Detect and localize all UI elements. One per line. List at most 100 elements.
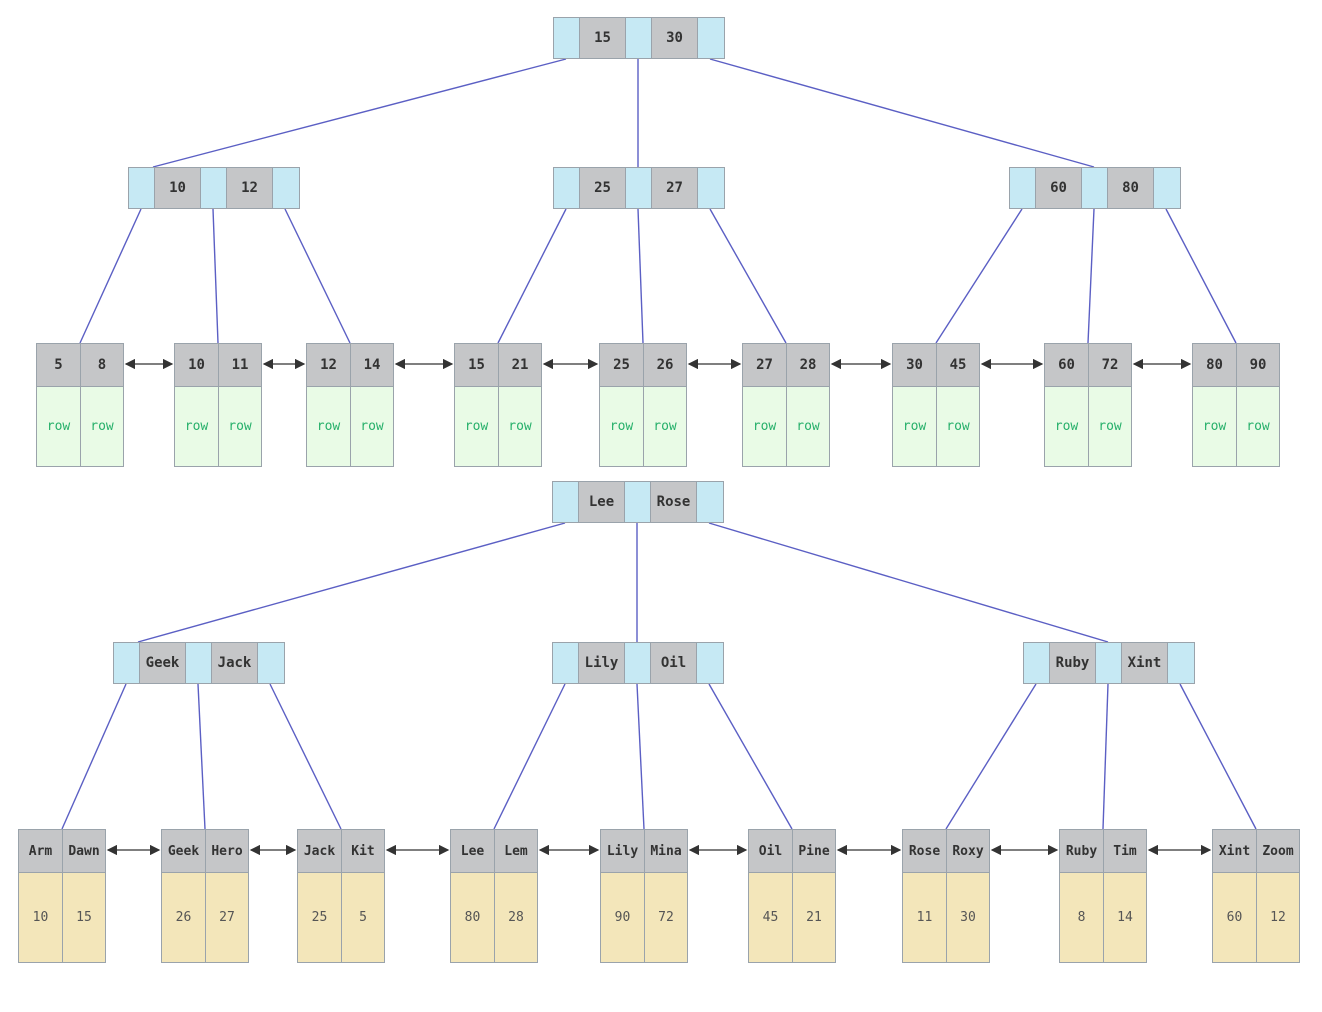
leaf-key: Ruby — [1060, 830, 1103, 873]
tree2-internal-link — [197, 683, 206, 830]
leaf-value: 21 — [793, 873, 835, 962]
leaf-key: Jack — [298, 830, 341, 873]
leaf-key: Xint — [1213, 830, 1256, 873]
child-pointer — [273, 168, 299, 208]
child-pointer — [1154, 168, 1180, 208]
child-pointer — [698, 168, 724, 208]
node-key: 60 — [1036, 168, 1082, 208]
tree2-internal-link — [708, 683, 793, 830]
leaf-row-data: row — [1045, 387, 1088, 466]
child-pointer — [625, 643, 651, 683]
leaf-row-data: row — [1237, 387, 1279, 466]
node-key: 12 — [227, 168, 273, 208]
leaf-key: Pine — [793, 830, 835, 873]
child-pointer — [698, 18, 724, 58]
child-pointer — [114, 643, 140, 683]
node-key: Oil — [651, 643, 697, 683]
leaf-value: 5 — [342, 873, 384, 962]
leaf-key: Tim — [1104, 830, 1146, 873]
leaf-value: 10 — [19, 873, 62, 962]
leaf-row-data: row — [893, 387, 936, 466]
child-pointer — [1010, 168, 1036, 208]
tree1-internal-link — [935, 208, 1023, 344]
leaf-row-data: row — [499, 387, 541, 466]
child-pointer — [626, 18, 652, 58]
child-pointer — [1082, 168, 1108, 208]
leaf-key: 60 — [1045, 344, 1088, 387]
leaf-value: 80 — [451, 873, 494, 962]
leaf-value: 28 — [495, 873, 537, 962]
child-pointer — [1168, 643, 1194, 683]
child-pointer — [554, 168, 580, 208]
tree1-internal-link — [637, 208, 644, 344]
leaf-value: 8 — [1060, 873, 1103, 962]
child-pointer — [201, 168, 227, 208]
leaf-value: 30 — [947, 873, 989, 962]
leaf-row-data: row — [743, 387, 786, 466]
leaf-value: 26 — [162, 873, 205, 962]
tree2-internal-link — [1102, 683, 1109, 830]
tree2-root-link — [137, 522, 566, 643]
leaf-value: 11 — [903, 873, 946, 962]
leaf-row-data: row — [175, 387, 218, 466]
tree2-root-link — [708, 522, 1109, 643]
tree1-internal-link — [284, 208, 351, 344]
leaf-value: 12 — [1257, 873, 1299, 962]
node-key: Lee — [579, 482, 625, 522]
leaf-row-data: row — [455, 387, 498, 466]
leaf-key: 14 — [351, 344, 393, 387]
node-key: 25 — [580, 168, 626, 208]
leaf-row-data: row — [219, 387, 261, 466]
child-pointer — [697, 643, 723, 683]
leaf-key: 11 — [219, 344, 261, 387]
tree2-internal-link — [636, 683, 645, 830]
child-pointer — [258, 643, 284, 683]
tree1-internal-link — [709, 208, 787, 344]
leaf-key: 12 — [307, 344, 350, 387]
child-pointer — [1024, 643, 1050, 683]
leaf-row-data: row — [600, 387, 643, 466]
leaf-row-data: row — [81, 387, 123, 466]
node-key: Xint — [1122, 643, 1168, 683]
tree2-internal-link — [269, 683, 342, 830]
leaf-row-data: row — [937, 387, 979, 466]
leaf-key: Lem — [495, 830, 537, 873]
node-key: 10 — [155, 168, 201, 208]
child-pointer — [1096, 643, 1122, 683]
tree2-internal-link — [493, 683, 566, 830]
leaf-row-data: row — [644, 387, 686, 466]
